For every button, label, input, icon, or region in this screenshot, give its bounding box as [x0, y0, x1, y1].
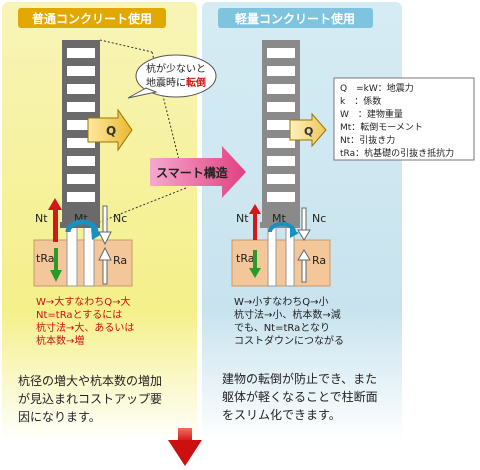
left-caption-line: 因になります。: [18, 410, 101, 424]
legend-line: Q =kW：地震力: [340, 82, 414, 94]
left-formula-line: 杭本数→増: [36, 334, 84, 347]
down-arrow: [168, 428, 202, 466]
legend-line: Mt：転倒モーメント: [340, 121, 423, 133]
right-q-label: Q: [304, 125, 313, 138]
right-formula-line: コストダウンにつながる: [234, 334, 344, 347]
left-mt-arrow: [65, 219, 99, 233]
right-caption-line: 躯体が軽くなることで柱断面: [222, 390, 378, 404]
left-pile-a: [66, 225, 78, 287]
left-nt-label: Nt: [35, 212, 48, 225]
right-caption-line: をスリム化できます。: [222, 408, 341, 422]
right-nc-label: Nc: [312, 212, 326, 225]
left-caption-line: が見込まれコストアップ要: [18, 392, 163, 406]
right-pile-a: [267, 225, 277, 287]
left-q-label: Q: [106, 124, 116, 138]
left-caption: 杭径の増大や杭本数の増加 が見込まれコストアップ要 因になります。: [18, 372, 196, 426]
left-title: 普通コンクリート使用: [32, 11, 152, 26]
legend-line: W ：建物重量: [340, 108, 403, 120]
left-nc-label: Nc: [113, 212, 127, 225]
left-tra-arrow: [50, 248, 62, 282]
right-title: 軽量コンクリート使用: [235, 11, 355, 26]
legend-box: [333, 77, 475, 161]
right-ground: [231, 239, 331, 287]
callout-line2: 地震時に転倒: [146, 76, 206, 89]
right-formula-line: W→小すなわちQ→小: [234, 296, 329, 308]
right-mt-arrow: [268, 222, 296, 233]
right-formula-line: 杭寸法→小、杭本数→減: [234, 308, 341, 321]
left-tra-label: tRa: [36, 252, 54, 265]
right-mt-arrowhead: [290, 228, 299, 238]
right-tra-label: tRa: [236, 252, 254, 265]
right-ra-arrow: [297, 249, 311, 283]
smart-structure-label: スマート構造: [156, 165, 229, 180]
legend-line: Nt：引抜き力: [340, 134, 395, 146]
left-nt-arrow: [48, 198, 62, 242]
right-q-arrow: Q: [289, 112, 327, 148]
right-title-bg: [218, 8, 373, 28]
left-title-bg: [18, 8, 166, 28]
left-nc-arrow: [98, 205, 112, 246]
left-caption-line: 杭径の増大や杭本数の増加: [18, 374, 163, 388]
left-callout: 杭が少ないと 地震時に転倒: [127, 54, 217, 99]
left-ra-label: Ra: [113, 254, 127, 267]
left-formula-line: W→大すなわちQ→大: [36, 295, 131, 308]
left-ra-arrow: [98, 246, 112, 285]
callout-line1: 杭が少ないと: [146, 62, 206, 75]
left-formula-line: Nt=tRaとするには: [36, 309, 122, 321]
right-nt-label: Nt: [236, 212, 249, 225]
left-mt-arrowhead: [91, 228, 102, 240]
right-nt-arrow: [249, 204, 261, 240]
left-q-arrow: Q: [87, 108, 133, 152]
left-ground: [33, 239, 133, 287]
legend-line: tRa：杭基礎の引抜き抵抗力: [340, 147, 454, 159]
right-caption-line: 建物の転倒が防止でき、また: [222, 372, 378, 386]
right-tra-arrow: [249, 250, 261, 278]
smart-structure-arrow: [150, 146, 246, 198]
left-footing: [60, 222, 100, 228]
right-ra-label: Ra: [312, 254, 326, 267]
left-formula-line: 杭寸法→大、あるいは: [36, 321, 134, 334]
right-formula-line: でも、Nt=tRaとなり: [234, 322, 330, 334]
right-caption: 建物の転倒が防止でき、また 躯体が軽くなることで柱断面 をスリム化できます。: [222, 370, 402, 424]
right-nc-arrow: [297, 207, 311, 241]
right-mt-label: Mt: [272, 212, 286, 225]
legend-line: k ：係数: [340, 95, 381, 107]
